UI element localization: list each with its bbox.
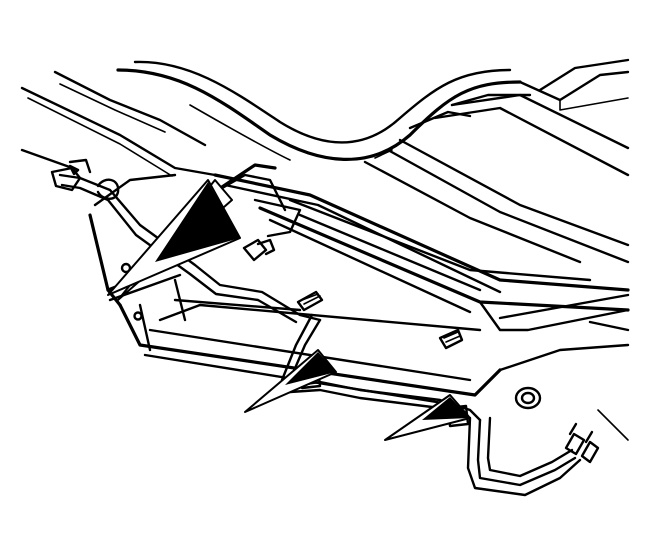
callout-pointer-left bbox=[20, 148, 80, 176]
callout-wedge-3 bbox=[244, 349, 337, 413]
grommet-icon bbox=[514, 386, 542, 410]
callout-wedge-4 bbox=[384, 394, 471, 441]
end-connector-fittings bbox=[564, 422, 600, 464]
fastener-nut-icon bbox=[50, 158, 464, 350]
callout-wedge-2 bbox=[107, 179, 241, 296]
